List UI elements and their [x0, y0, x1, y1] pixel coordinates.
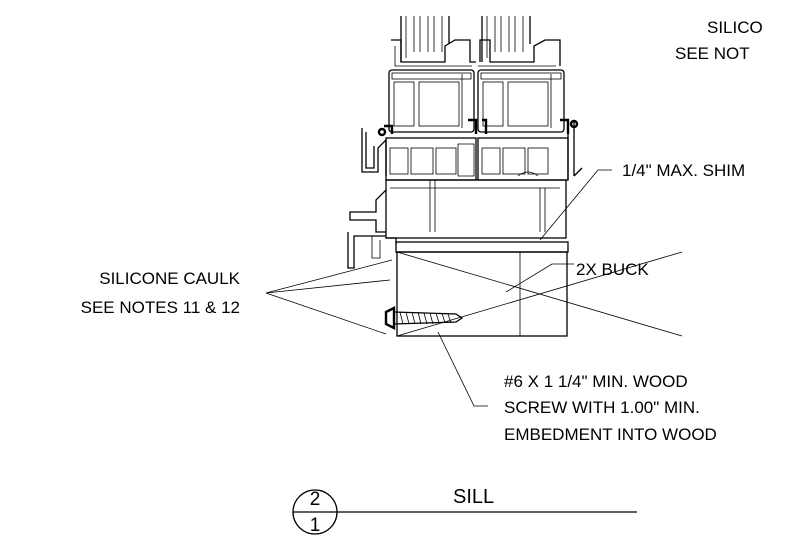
glazing-left [391, 16, 476, 67]
frame-lower [347, 179, 567, 269]
shim [395, 241, 569, 253]
sash-chambers [388, 69, 565, 133]
detail-title-block: 2 1 SILL [292, 486, 637, 536]
glazing-right [478, 16, 561, 67]
detail-sheet: 1 [310, 515, 321, 536]
screw-label-line3: EMBEDMENT INTO WOOD [504, 425, 717, 444]
wood-screw [384, 306, 464, 330]
wood-buck [396, 251, 683, 337]
window-frame-profile [347, 16, 583, 269]
leader-lines [265, 169, 612, 407]
detail-title: SILL [453, 486, 494, 508]
screw-label-line1: #6 X 1 1/4" MIN. WOOD [504, 372, 688, 391]
screw-label-line2: SCREW WITH 1.00" MIN. [504, 398, 700, 417]
buck-label: 2X BUCK [576, 260, 649, 279]
detail-number: 2 [310, 489, 321, 510]
caulk-left-label-line1: SILICONE CAULK [99, 269, 240, 288]
caulk-top-label-line1: SILICO [707, 18, 763, 37]
frame-middle [361, 120, 583, 181]
caulk-left-label-line2: SEE NOTES 11 & 12 [81, 298, 240, 317]
shim-label: 1/4" MAX. SHIM [622, 161, 745, 180]
caulk-top-label-line2: SEE NOT [675, 44, 750, 63]
